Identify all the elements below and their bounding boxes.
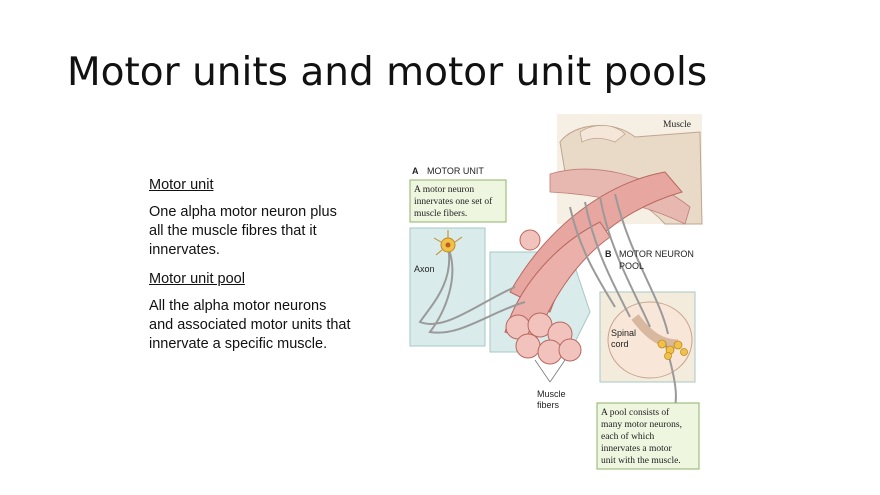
spinal-cord-label-line-1: Spinal [611, 328, 636, 338]
definitions-text: Motor unit One alpha motor neuron plus a… [149, 176, 354, 364]
slide-title: Motor units and motor unit pools [67, 50, 708, 95]
callout-b-line-2: many motor neurons, [601, 420, 682, 430]
callout-a-line-2: innervates one set of [414, 196, 493, 207]
callout-a: A motor neuron innervates one set of mus… [409, 179, 507, 223]
panel-b-letter: B [605, 249, 612, 259]
panel-a-title: MOTOR UNIT [427, 166, 484, 176]
callout-a-line-1: A motor neuron [414, 185, 474, 195]
muscle-fibers-pointer [534, 359, 566, 383]
panel-b-title-line-2: POOL [619, 261, 644, 271]
panel-b-title-line-1: MOTOR NEURON [619, 249, 694, 259]
callout-b-line-1: A pool consists of [601, 407, 670, 418]
panel-a-letter: A [412, 166, 419, 176]
panel-b-box [599, 291, 696, 383]
motor-neuron-pool-dots [657, 339, 688, 360]
motor-unit-definition: One alpha motor neuron plus all the musc… [149, 204, 337, 258]
muscle-fibers-label-line-2: fibers [537, 400, 560, 410]
callout-b-line-5: unit with the muscle. [601, 456, 681, 466]
neuron-cell-body [433, 230, 463, 256]
muscle-fibers-label-line-1: Muscle [537, 389, 566, 399]
callout-a-line-3: muscle fibers. [414, 208, 467, 219]
callout-b: A pool consists of many motor neurons, e… [596, 402, 700, 470]
spinal-cord-label-line-2: cord [611, 339, 629, 349]
motor-unit-pool-definition: All the alpha motor neurons and associat… [149, 298, 351, 352]
motor-unit-figure: Muscle A MOTOR UNIT A motor neuron inner… [409, 114, 703, 470]
muscle-label: Muscle [663, 120, 691, 130]
axon-label: Axon [414, 264, 435, 274]
motor-unit-pool-heading: Motor unit pool [149, 271, 245, 287]
callout-b-line-4: innervates a motor [601, 444, 673, 454]
callout-b-line-3: each of which [601, 431, 655, 442]
motor-unit-heading: Motor unit [149, 177, 214, 193]
